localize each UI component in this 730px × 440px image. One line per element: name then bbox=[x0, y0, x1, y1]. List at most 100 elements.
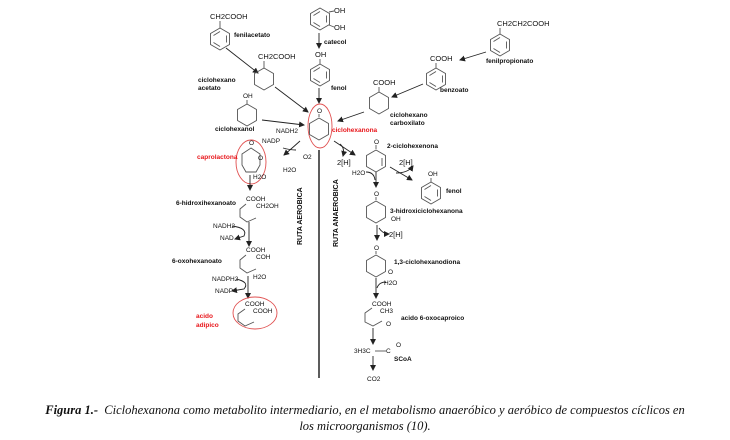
cofactor-2h: 2[H] bbox=[399, 158, 413, 167]
formula-scoa: SCoA bbox=[394, 356, 412, 363]
compound-ciclohexano-carboxilato: COOH ciclohexano carboxilato bbox=[369, 78, 428, 127]
label-ciclohexanodiona: 1,3-ciclohexanodiona bbox=[394, 259, 460, 266]
cofactor-2h: 2[H] bbox=[337, 158, 351, 167]
formula-c: C bbox=[386, 348, 391, 355]
chain-icon bbox=[237, 308, 255, 327]
cofactor-arc bbox=[378, 227, 390, 237]
formula-cooh: COOH bbox=[372, 301, 392, 308]
cofactor-arc bbox=[231, 225, 246, 241]
label-ciclohexano-carboxilato: ciclohexano bbox=[390, 112, 428, 119]
label-fenol: fenol bbox=[331, 85, 347, 92]
substituent-o: O bbox=[249, 140, 254, 147]
arrow-ciclohexano-acetato-to-ciclohexanona bbox=[274, 86, 309, 113]
label-benzoato: benzoato bbox=[440, 87, 469, 94]
label-hidroxihexanoato: 6-hidroxihexanoato bbox=[176, 200, 236, 207]
cofactor-h2o: H2O bbox=[253, 174, 266, 181]
label-ciclohexano-acetato-2: acetato bbox=[198, 85, 221, 92]
chain-icon bbox=[239, 254, 257, 274]
cofactor-arc bbox=[365, 171, 376, 181]
cofactor-arc bbox=[231, 278, 247, 294]
cofactor-nadph2: NADPH2 bbox=[212, 276, 239, 283]
substituent-oh: OH bbox=[334, 23, 345, 32]
label-oxocaproico: acido 6-oxocaproico bbox=[401, 315, 464, 322]
compound-fenol-top: OH fenol bbox=[310, 50, 347, 92]
metabolic-pathway-diagram: CH2COOH fenilacetato OH OH catecol CH2CH… bbox=[172, 6, 550, 383]
substituent-o: O bbox=[396, 342, 401, 349]
compound-benzoato: COOH benzoato bbox=[426, 54, 469, 94]
cofactor-nadp: NADP bbox=[215, 288, 233, 295]
cofactor-arc bbox=[282, 147, 297, 151]
substituent-o: O bbox=[374, 191, 379, 198]
benzene-ring-icon bbox=[210, 27, 230, 51]
substituent-o: O bbox=[374, 139, 379, 146]
cofactor-nadp: NADP bbox=[262, 138, 280, 145]
compound-fenilacetato: CH2COOH fenilacetato bbox=[210, 12, 270, 51]
cyclohexane-ring-icon bbox=[237, 103, 257, 127]
cyclohexane-ring-icon bbox=[366, 200, 386, 224]
cofactor-2h: 2[H] bbox=[389, 230, 403, 239]
substituent-o: O bbox=[317, 108, 322, 115]
label-ciclohexenona: 2-ciclohexenona bbox=[387, 143, 438, 150]
substituent-o: O bbox=[374, 245, 379, 252]
arrow-ciclohexanol-to-ciclohexanona bbox=[261, 119, 305, 128]
label-ruta-anaerobica: RUTA ANAEROBICA bbox=[333, 179, 340, 247]
compound-ciclohexenona: O 2-ciclohexenona bbox=[366, 139, 438, 173]
formula-cooh: COOH bbox=[245, 301, 265, 308]
substituent-o: O bbox=[386, 321, 391, 328]
cofactor-nadh2: NADH2 bbox=[276, 128, 298, 135]
caption-line-2: los microorganismos (10). bbox=[299, 419, 431, 433]
cyclohexane-ring-icon bbox=[254, 67, 274, 91]
benzene-ring-icon bbox=[310, 7, 330, 31]
compound-fenol-right: OH fenol bbox=[421, 171, 462, 205]
formula-3h3c: 3H3C bbox=[354, 348, 371, 355]
chain-icon bbox=[364, 307, 383, 327]
formula-ch3: CH3 bbox=[380, 308, 393, 315]
label-ciclohexano-acetato: ciclohexano bbox=[198, 77, 236, 84]
arrow-ciclohexenona-to-fenol bbox=[389, 166, 413, 181]
substituent-oh: OH bbox=[391, 216, 401, 223]
label-fenilacetato: fenilacetato bbox=[234, 32, 270, 39]
cyclohexane-ring-icon bbox=[309, 117, 329, 141]
lactone-ring-icon bbox=[241, 147, 261, 173]
cofactor-h2o: H2O bbox=[384, 280, 397, 287]
benzene-ring-icon bbox=[421, 181, 441, 205]
label-fenilpropionato: fenilpropionato bbox=[486, 58, 533, 65]
arrow-ciclohexanona-to-ciclohexenona bbox=[333, 140, 356, 156]
compound-caprolactona: O O caprolactona bbox=[197, 139, 267, 185]
cyclohexane-ring-icon bbox=[366, 254, 386, 278]
substituent-oh: OH bbox=[428, 171, 438, 178]
substituent-oh: OH bbox=[334, 6, 345, 15]
formula-cooh: COOH bbox=[246, 196, 266, 203]
arrow-benzoato-to-ciclohexano-carboxilato bbox=[391, 83, 424, 98]
formula-ch2cooh: CH2COOH bbox=[258, 52, 296, 61]
caption-prefix: Figura 1.- bbox=[45, 403, 99, 417]
compound-hidroxihexanoato: COOH CH2OH 6-hidroxihexanoato bbox=[176, 196, 279, 223]
arrow-fenilpropionato-to-benzoato bbox=[459, 51, 487, 62]
formula-cooh: COOH bbox=[430, 54, 453, 63]
compound-catecol: OH OH catecol bbox=[310, 6, 347, 46]
benzene-ring-icon bbox=[490, 33, 510, 57]
cofactor-arc bbox=[376, 281, 387, 289]
substituent-oh: OH bbox=[315, 50, 326, 59]
highlight-circle bbox=[307, 103, 333, 149]
substituent-o: O bbox=[388, 269, 393, 276]
compound-ciclohexanona: O ciclohexanona bbox=[307, 103, 378, 149]
formula-cooh: COOH bbox=[246, 247, 266, 254]
cofactor-o2: O2 bbox=[303, 154, 312, 161]
compound-hidroxiciclohexanona: O OH 3-hidroxiciclohexanona bbox=[366, 191, 463, 224]
chain-icon bbox=[239, 203, 257, 223]
compound-acido-adipico: COOH COOH acido adipico bbox=[196, 296, 278, 330]
formula-ch2cooh: CH2COOH bbox=[210, 12, 248, 21]
highlight-circle bbox=[232, 296, 278, 330]
compound-co2: CO2 bbox=[367, 376, 381, 383]
label-fenol-right: fenol bbox=[446, 188, 462, 195]
compound-oxohexanoato: COOH COH 6-oxohexanoato bbox=[172, 247, 271, 274]
label-acido-adipico: acido bbox=[196, 313, 213, 320]
formula-cooh: COOH bbox=[253, 308, 273, 315]
arrow-ciclohexanona-to-caprolactona bbox=[283, 140, 301, 156]
label-hidroxiciclohexanona: 3-hidroxiciclohexanona bbox=[390, 208, 463, 215]
compound-ciclohexanol: OH ciclohexanol bbox=[215, 93, 257, 133]
cofactor-h2o: H2O bbox=[283, 167, 296, 174]
cofactor-h2o: H2O bbox=[253, 274, 266, 281]
highlight-circle bbox=[235, 139, 267, 185]
